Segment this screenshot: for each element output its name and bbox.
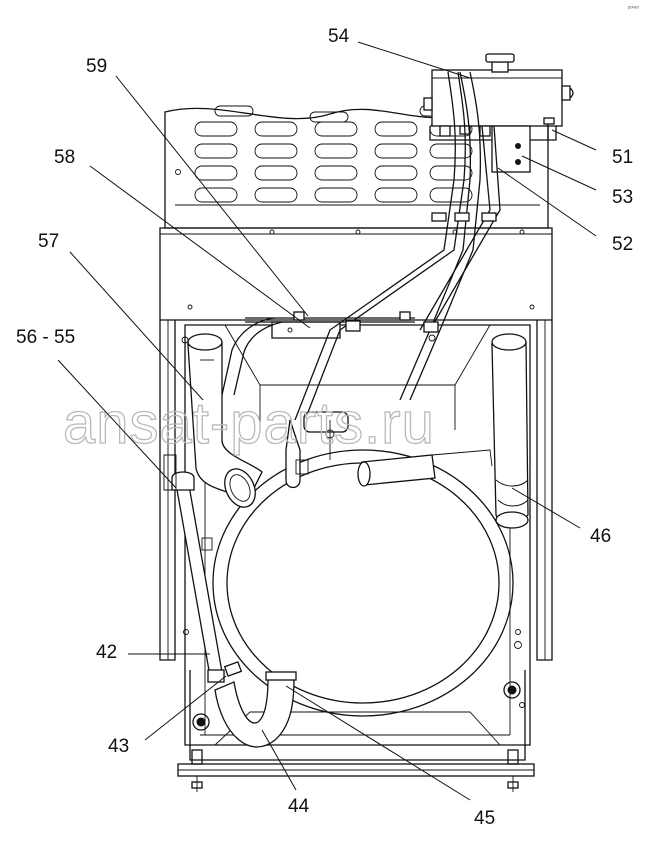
callout-43: 43 [108,736,129,757]
expansion-tank [423,53,574,173]
callout-58: 58 [54,147,75,168]
callout-56-55: 56 - 55 [16,327,75,348]
corner-mark: ᵖᵒʷᵉʳ [628,5,640,12]
callout-labels: 54 59 58 57 56 - 55 51 53 52 46 42 43 44… [16,26,633,829]
callout-42: 42 [96,642,117,663]
callout-44: 44 [288,796,310,817]
callout-52: 52 [612,234,633,255]
callout-53: 53 [612,187,633,208]
callout-45: 45 [474,808,495,829]
grille-slots [194,105,473,203]
callout-57: 57 [38,231,59,252]
watermark: ansat-parts.ru [63,391,435,456]
lower-hose-46 [491,333,529,529]
mounting-bolts [191,749,519,792]
callout-46: 46 [590,526,611,547]
callout-51: 51 [612,147,633,168]
vent-hoses [221,71,501,421]
leader-lines [57,41,597,801]
fan-ring [212,449,514,717]
u-pipe-44 [214,671,297,748]
upper-hose-57 [187,333,263,508]
callout-54: 54 [328,26,350,47]
bracket-58 [245,317,415,339]
center-pipes [285,411,493,489]
callout-59: 59 [86,56,107,77]
bypass-hose-42 [163,454,243,683]
